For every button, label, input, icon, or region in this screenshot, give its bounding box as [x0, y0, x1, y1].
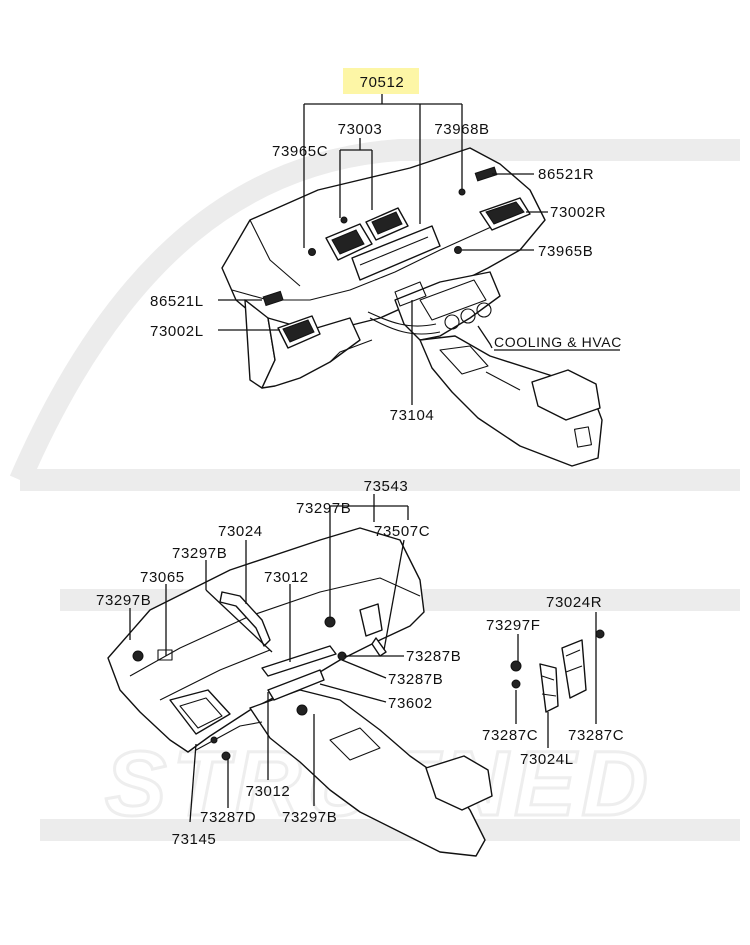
top-leader-lines: [218, 94, 548, 405]
part-label-73002r: 73002R: [550, 204, 606, 221]
part-label-73104: 73104: [390, 407, 435, 424]
part-label-73024: 73024: [218, 523, 263, 540]
bottom-leader-lines: [129, 494, 597, 823]
part-label-73965b: 73965B: [538, 243, 593, 260]
part-label-73287b-b: 73287B: [388, 671, 443, 688]
top-dashboard-drawing: [221, 147, 603, 467]
highlight-box: [343, 68, 419, 94]
part-label-73297b-left: 73297B: [96, 592, 151, 609]
part-label-73287b-a: 73287B: [406, 648, 461, 665]
part-label-73287c-right: 73287C: [568, 727, 624, 744]
bottom-dashboard-drawing: [107, 527, 605, 857]
part-label-73297b-top: 73297B: [296, 500, 351, 517]
part-label-73297b-mid: 73297B: [172, 545, 227, 562]
part-label-73602: 73602: [388, 695, 433, 712]
part-label-73287d: 73287D: [200, 809, 256, 826]
part-label-70512: 70512: [360, 74, 405, 91]
part-label-73968b: 73968B: [434, 121, 489, 138]
part-label-73024r: 73024R: [546, 594, 602, 611]
part-label-73543: 73543: [364, 478, 409, 495]
reference-label-cooling-hvac: COOLING & HVAC: [494, 334, 622, 350]
part-label-73297f: 73297F: [486, 617, 540, 634]
part-label-73145: 73145: [172, 831, 217, 848]
part-label-73002l: 73002L: [150, 323, 204, 340]
part-label-73507c: 73507C: [374, 523, 430, 540]
part-label-86521r: 86521R: [538, 166, 594, 183]
part-label-73012-bot: 73012: [246, 783, 291, 800]
part-label-73012-top: 73012: [264, 569, 309, 586]
part-label-73965c: 73965C: [272, 143, 328, 160]
part-label-86521l: 86521L: [150, 293, 204, 310]
part-label-73287c-left: 73287C: [482, 727, 538, 744]
part-label-73024l: 73024L: [520, 751, 574, 768]
part-label-73003: 73003: [338, 121, 383, 138]
part-label-73297b-bot: 73297B: [282, 809, 337, 826]
part-label-73065: 73065: [140, 569, 185, 586]
